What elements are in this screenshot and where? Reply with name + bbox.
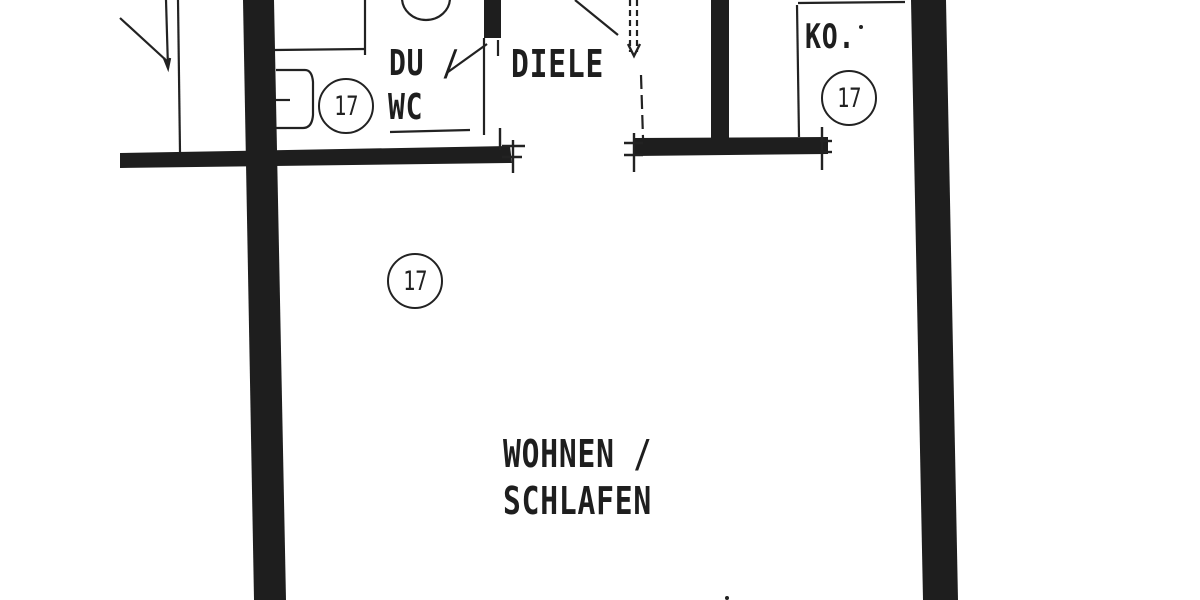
walls — [120, 0, 958, 600]
wall-partition-vertical — [711, 0, 729, 145]
room-number-badge-bath: 17 — [318, 78, 374, 134]
room-number-badge-kitchen: 17 — [821, 70, 877, 126]
room-label-kitchen: KO. — [805, 17, 856, 57]
wall-horizontal-left — [120, 146, 512, 168]
room-label-bath-line2: WC — [388, 87, 424, 128]
bottom-mark — [725, 596, 729, 600]
wall-left-vertical — [243, 0, 286, 600]
room-label-living-line1: WOHNEN / — [503, 432, 653, 476]
ko-dot — [859, 25, 863, 29]
wall-bath-stub — [484, 0, 501, 38]
room-label-living-line2: SCHLAFEN — [503, 479, 653, 523]
room-number-kitchen: 17 — [836, 82, 862, 114]
room-label-hall: DIELE — [511, 42, 605, 86]
wall-horizontal-right — [633, 137, 828, 156]
wall-end-ticks — [162, 43, 832, 173]
thin-lines — [119, 0, 906, 153]
room-number-living: 17 — [402, 265, 428, 297]
room-number-bath: 17 — [333, 90, 359, 122]
room-label-bath-line1: DU / — [389, 43, 460, 84]
wall-right-vertical — [911, 0, 958, 600]
room-number-badge-living: 17 — [387, 253, 443, 309]
